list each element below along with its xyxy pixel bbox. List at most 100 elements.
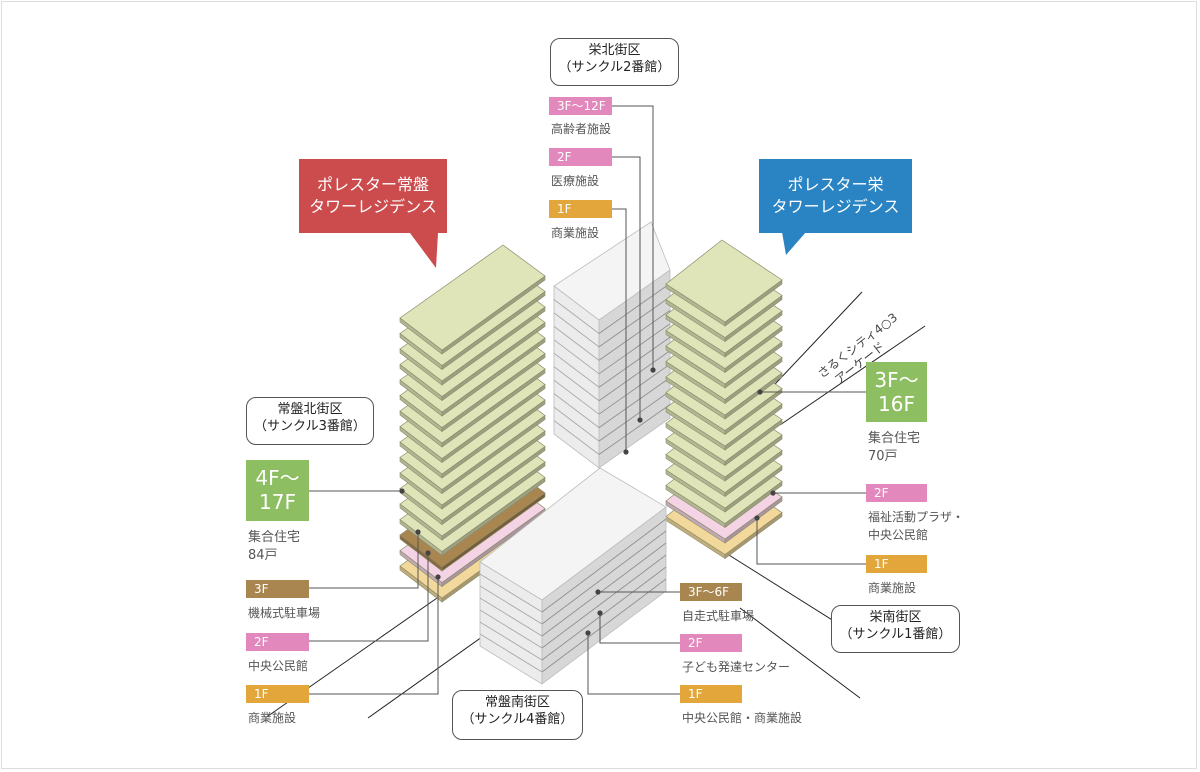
floor-band bbox=[541, 578, 667, 673]
floor-tag-1f: 1F bbox=[866, 555, 927, 573]
housing-desc: 集合住宅 70戸 bbox=[868, 430, 920, 466]
floor-desc: 商業施設 bbox=[868, 581, 917, 595]
floor-desc-line: 中央公民館 bbox=[868, 528, 929, 542]
floor-tag-2f: 2F bbox=[866, 484, 927, 502]
floor-tag-2f: 2F bbox=[680, 634, 742, 652]
district-label-sakae-south: 栄南街区 （サンクル1番館） bbox=[831, 605, 960, 653]
housing-desc: 集合住宅 84戸 bbox=[248, 529, 300, 565]
floor-band bbox=[541, 554, 667, 649]
district-sub: （サンクル4番館） bbox=[461, 712, 574, 727]
callout-line: タワーレジデンス bbox=[771, 197, 900, 216]
leader-lines bbox=[309, 105, 866, 695]
floor-desc-line: 福祉活動プラザ・ bbox=[868, 510, 965, 524]
callout-line: ポレスター常盤 bbox=[316, 175, 429, 194]
road-line bbox=[739, 607, 861, 699]
district-label-tokiwa-south: 常盤南街区 （サンクル4番館） bbox=[452, 690, 583, 740]
floor-band bbox=[553, 406, 600, 442]
floor-tag-3f-6f: 3F〜6F bbox=[680, 583, 742, 601]
district-name: 常盤北街区 bbox=[277, 402, 343, 417]
floor-desc: 自走式駐車場 bbox=[682, 609, 755, 623]
floor-band bbox=[541, 542, 667, 637]
floor-desc: 商業施設 bbox=[551, 226, 600, 240]
leader-line bbox=[309, 553, 429, 642]
leader-dot bbox=[650, 367, 656, 373]
leader-dot bbox=[425, 550, 431, 556]
floor-band bbox=[479, 621, 543, 661]
leader-dot bbox=[770, 490, 776, 496]
leader-dot bbox=[623, 449, 629, 455]
floor-band bbox=[479, 573, 543, 613]
floor-desc: 福祉活動プラザ・ 中央公民館 bbox=[868, 508, 964, 544]
floor-band bbox=[479, 609, 543, 649]
housing-desc-line: 集合住宅 bbox=[248, 530, 301, 545]
floor-band bbox=[553, 366, 600, 402]
district-sub: （サンクル1番館） bbox=[839, 627, 952, 642]
floor-band bbox=[598, 363, 671, 415]
floor-band bbox=[598, 323, 671, 375]
floor-band bbox=[553, 420, 600, 455]
leader-line bbox=[612, 156, 641, 420]
callout-tokiwa-tower: ポレスター常盤 タワーレジデンス bbox=[299, 159, 447, 233]
leader-dot bbox=[637, 417, 643, 423]
floor-band bbox=[553, 326, 600, 361]
leader-line bbox=[612, 208, 627, 452]
floor-tag-3f: 3F bbox=[246, 580, 309, 598]
floor-band bbox=[553, 339, 600, 375]
floor-tag-2f: 2F bbox=[246, 633, 309, 651]
road-line bbox=[759, 291, 863, 401]
sakae-south-building bbox=[665, 239, 783, 560]
floor-band bbox=[479, 633, 543, 673]
floor-band bbox=[598, 377, 671, 429]
floor-desc: 商業施設 bbox=[248, 711, 297, 725]
callout-line: タワーレジデンス bbox=[309, 197, 437, 216]
floor-tag-2f: 2F bbox=[549, 148, 612, 166]
floor-band bbox=[553, 393, 600, 428]
floor-tag-1f: 1F bbox=[246, 685, 309, 703]
leader-dot bbox=[415, 529, 421, 535]
leader-dot bbox=[399, 488, 405, 494]
leader-line bbox=[309, 577, 439, 695]
callout-right-pointer bbox=[782, 232, 806, 255]
leader-dot bbox=[754, 515, 760, 521]
tokiwa-north-building bbox=[399, 244, 546, 603]
floor-slab bbox=[665, 239, 783, 323]
housing-desc-line: 70戸 bbox=[868, 449, 898, 464]
floor-slab bbox=[399, 244, 546, 351]
floor-band bbox=[553, 299, 600, 334]
floor-desc: 中央公民館・商業施設 bbox=[682, 711, 803, 725]
floor-band bbox=[598, 309, 671, 361]
floor-tag-3f-12f: 3F〜12F bbox=[549, 97, 612, 115]
floor-tag-line: 16F bbox=[878, 392, 915, 416]
housing-desc-line: 84戸 bbox=[248, 548, 278, 563]
leader-line bbox=[756, 518, 866, 565]
leader-dot bbox=[585, 630, 591, 636]
floor-tag-line: 3F〜 bbox=[874, 368, 919, 392]
floor-band bbox=[553, 312, 600, 348]
callout-line: ポレスター栄 bbox=[787, 175, 884, 194]
building-roof bbox=[479, 467, 667, 601]
leader-dots bbox=[399, 367, 776, 636]
floor-band bbox=[598, 404, 671, 455]
floor-tag-line: 17F bbox=[259, 490, 296, 514]
building-roof bbox=[553, 221, 671, 321]
district-sub: （サンクル2番館） bbox=[558, 60, 671, 75]
leader-dot bbox=[595, 589, 601, 595]
floor-band bbox=[598, 390, 671, 442]
road-line bbox=[779, 325, 926, 426]
leader-dot bbox=[435, 574, 441, 580]
leader-line bbox=[587, 633, 680, 695]
floor-band bbox=[598, 336, 671, 388]
floor-desc: 機械式駐車場 bbox=[248, 606, 321, 620]
district-sub: （サンクル3番館） bbox=[254, 419, 366, 434]
floor-band bbox=[553, 352, 600, 388]
district-name: 栄北街区 bbox=[588, 43, 641, 58]
district-name: 常盤南街区 bbox=[484, 695, 550, 710]
floor-band bbox=[479, 597, 543, 637]
callout-sakae-tower: ポレスター栄 タワーレジデンス bbox=[759, 159, 912, 233]
callout-left-pointer bbox=[410, 233, 438, 268]
floor-band bbox=[598, 283, 671, 334]
floor-band bbox=[598, 350, 671, 402]
